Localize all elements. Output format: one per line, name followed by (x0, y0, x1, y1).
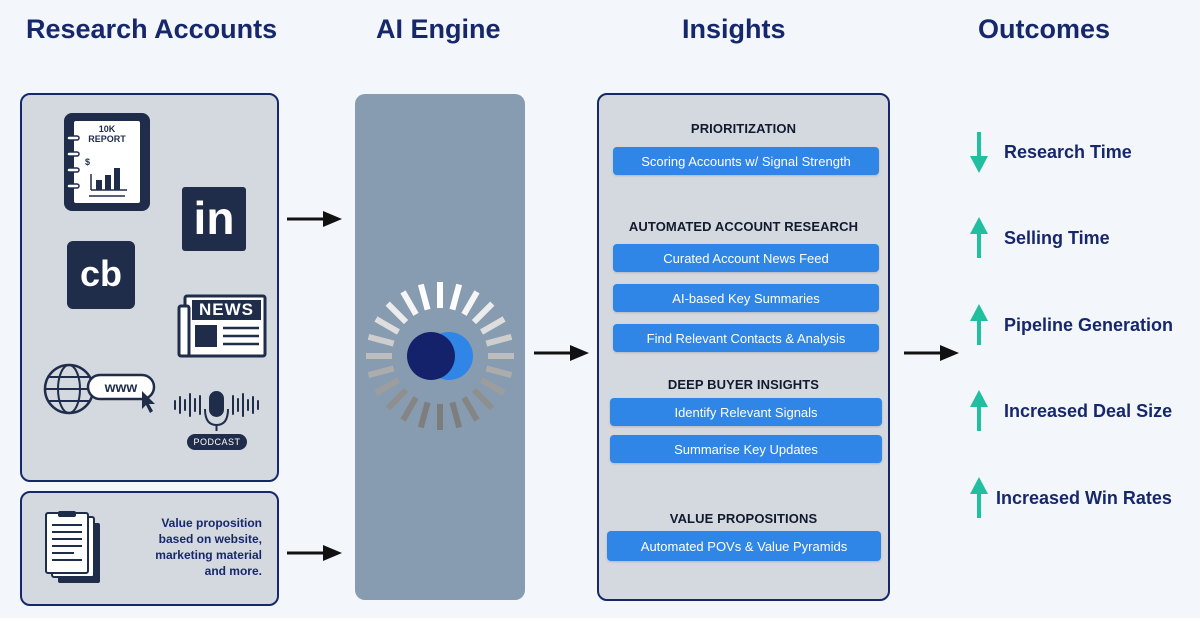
insight-relevant-signals: Identify Relevant Signals (610, 398, 882, 426)
arrow-down-icon (970, 132, 988, 173)
insights-panel: PRIORITIZATION Scoring Accounts w/ Signa… (597, 93, 890, 601)
podcast-label: PODCAST (187, 434, 247, 450)
value-proposition-text: Value proposition based on website, mark… (140, 515, 262, 579)
report-label-report: REPORT (88, 134, 126, 144)
www-label: www (104, 379, 138, 395)
value-prop-line: and more. (204, 564, 262, 578)
spinner-spoke (400, 290, 419, 316)
section-title-value-propositions: VALUE PROPOSITIONS (669, 511, 818, 526)
arrow-sources-to-engine (287, 211, 342, 227)
arrow-up-icon (970, 477, 988, 518)
documents-icon (44, 511, 104, 587)
section-title-prioritization: PRIORITIZATION (690, 121, 797, 136)
arrow-up-icon (970, 304, 988, 345)
outcome-win-rates: Increased Win Rates (968, 476, 1172, 520)
value-prop-line: marketing material (155, 548, 262, 562)
value-prop-line: based on website, (158, 532, 262, 546)
outcome-label: Pipeline Generation (1004, 314, 1174, 335)
spinner-spoke (471, 387, 495, 411)
report-label-10k: 10K (98, 124, 116, 134)
outcome-deal-size: Increased Deal Size (968, 389, 1172, 433)
outcome-label: Increased Win Rates (996, 487, 1172, 508)
ai-engine-spinner-icon (366, 282, 514, 430)
spinner-spoke (485, 365, 513, 379)
newspaper-icon: NEWS (177, 292, 267, 358)
column-title-engine: AI Engine (376, 14, 501, 44)
spinner-spoke (400, 396, 419, 422)
arrow-insights-to-outcomes (904, 345, 959, 361)
column-title-research: Research Accounts (26, 14, 278, 44)
spinner-spoke (374, 377, 400, 396)
arrow-valueprop-to-engine (287, 545, 342, 561)
outcome-selling-time: Selling Time (968, 216, 1110, 260)
arrow-up-icon (970, 217, 988, 258)
outcome-label: Research Time (1004, 141, 1132, 162)
value-prop-line: Value proposition (161, 516, 262, 530)
spinner-spoke (480, 377, 506, 396)
arrow-up-icon (970, 390, 988, 431)
outcome-pipeline-generation: Pipeline Generation (968, 303, 1173, 347)
podcast-microphone-icon: PODCAST (171, 389, 263, 455)
insight-scoring-accounts: Scoring Accounts w/ Signal Strength (613, 147, 879, 175)
spinner-spoke (417, 401, 431, 429)
outcome-research-time: Research Time (968, 130, 1132, 174)
spinner-spoke (367, 333, 395, 347)
insight-key-summaries: AI-based Key Summaries (613, 284, 879, 312)
linkedin-label: in (193, 192, 235, 244)
spinner-spoke (449, 283, 463, 311)
insight-news-feed: Curated Account News Feed (613, 244, 879, 272)
spinner-spoke (471, 301, 495, 325)
insight-key-updates: Summarise Key Updates (610, 435, 882, 463)
spinner-spoke (461, 290, 480, 316)
spinner-spoke (449, 401, 463, 429)
spinner-spoke (385, 301, 409, 325)
spinner-spoke (461, 396, 480, 422)
spinner-spoke (485, 333, 513, 347)
research-sources-panel: 10K REPORT $ in cb NEWS (20, 93, 279, 482)
column-title-insights: Insights (682, 14, 786, 44)
section-title-deep-buyer: DEEP BUYER INSIGHTS (667, 377, 820, 392)
report-10k-icon: 10K REPORT $ (63, 112, 151, 212)
spinner-spoke (417, 283, 431, 311)
report-label-dollar: $ (85, 157, 91, 167)
news-label: NEWS (199, 300, 254, 319)
insight-relevant-contacts: Find Relevant Contacts & Analysis (613, 324, 879, 352)
arrow-engine-to-insights (534, 345, 589, 361)
crunchbase-label: cb (79, 253, 122, 294)
spinner-spoke (480, 316, 506, 335)
outcome-label: Increased Deal Size (1004, 400, 1173, 421)
crunchbase-icon: cb (67, 241, 135, 309)
section-title-automated-research: AUTOMATED ACCOUNT RESEARCH (628, 219, 859, 234)
website-globe-icon: www (42, 361, 164, 417)
insight-automated-povs: Automated POVs & Value Pyramids (607, 531, 881, 561)
value-proposition-panel: Value proposition based on website, mark… (20, 491, 279, 606)
ai-engine-block (355, 94, 525, 600)
linkedin-icon: in (182, 187, 246, 251)
spinner-spoke (385, 387, 409, 411)
outcome-label: Selling Time (1004, 227, 1110, 248)
spinner-spoke (367, 365, 395, 379)
spinner-spoke (374, 316, 400, 335)
column-title-outcomes: Outcomes (978, 14, 1111, 44)
